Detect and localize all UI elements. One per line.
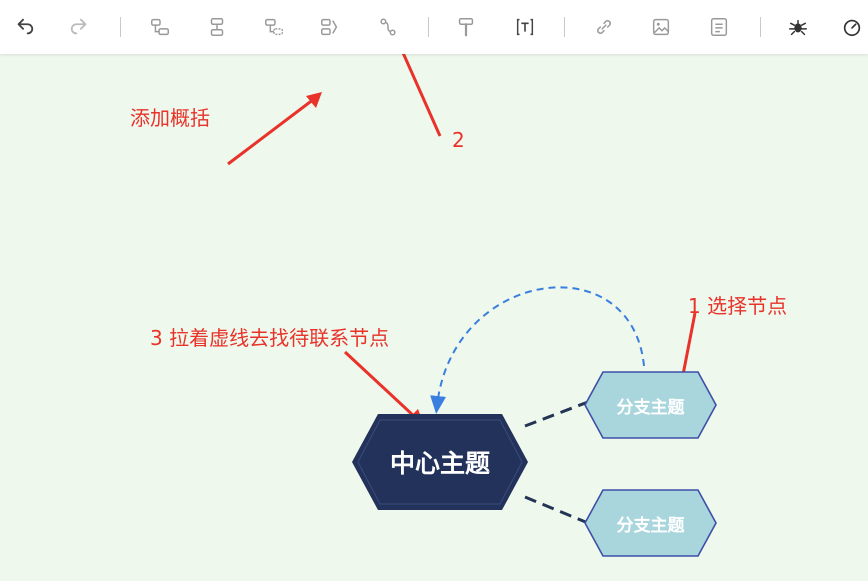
center-topic-label: 中心主题 [389, 449, 490, 478]
toolbar-divider [564, 17, 565, 37]
annotation-add-summary: 添加概括 [130, 106, 210, 130]
branch-topic-2-shape [584, 489, 717, 557]
undo-icon [17, 18, 34, 35]
toolbar [0, 0, 868, 54]
center-topic-shape [352, 414, 528, 510]
add-parent-topic-button[interactable] [260, 13, 288, 41]
center-topic[interactable]: 中心主题 [350, 412, 530, 512]
redo-icon [70, 18, 87, 35]
insert-text-icon [516, 18, 534, 36]
format-painter-button[interactable] [452, 13, 480, 41]
branch-topic-1-label: 分支主题 [616, 397, 685, 418]
add-summary-icon [321, 18, 338, 36]
insert-image-icon [652, 18, 670, 36]
insert-text-button[interactable] [511, 13, 539, 41]
toolbar-divider [120, 17, 121, 37]
add-summary-button[interactable] [316, 13, 344, 41]
add-child-topic-button[interactable] [146, 13, 174, 41]
timer-button[interactable] [838, 13, 866, 41]
add-parent-topic-icon [265, 18, 283, 36]
branch-connector-1 [524, 400, 589, 428]
insert-link-icon [597, 20, 611, 34]
branch-topic-2[interactable]: 分支主题 [583, 488, 718, 558]
add-sibling-topic-icon [210, 18, 224, 36]
timer-icon [843, 19, 861, 37]
mindmap-canvas[interactable]: 中心主题 分支主题 分支主题 添加概括 2 1 选择节点 3 拉着虚线去找待联系… [0, 54, 868, 581]
insert-link-button[interactable] [590, 13, 618, 41]
branch-topic-1-shape [584, 371, 717, 439]
toolbar-divider [428, 17, 429, 37]
annotation-step-2: 2 [452, 128, 465, 152]
add-relation-line-icon [380, 18, 396, 36]
undo-button[interactable] [10, 13, 38, 41]
branch-connector-2 [524, 495, 589, 525]
bug-button[interactable] [784, 13, 812, 41]
bug-icon [789, 19, 807, 36]
redo-button[interactable] [66, 13, 94, 41]
annotation-step-1: 1 选择节点 [688, 294, 788, 318]
relation-line [430, 286, 645, 414]
annotation-step-3: 3 拉着虚线去找待联系节点 [150, 326, 390, 350]
format-painter-icon [458, 18, 474, 37]
toolbar-divider [760, 17, 761, 37]
branch-topic-1[interactable]: 分支主题 [583, 370, 718, 440]
add-relation-line-button[interactable] [374, 13, 402, 41]
branch-topic-2-label: 分支主题 [616, 515, 685, 536]
add-sibling-topic-button[interactable] [203, 13, 231, 41]
insert-image-button[interactable] [647, 13, 675, 41]
insert-note-button[interactable] [705, 13, 733, 41]
add-child-topic-icon [151, 18, 169, 36]
insert-note-icon [710, 18, 728, 36]
